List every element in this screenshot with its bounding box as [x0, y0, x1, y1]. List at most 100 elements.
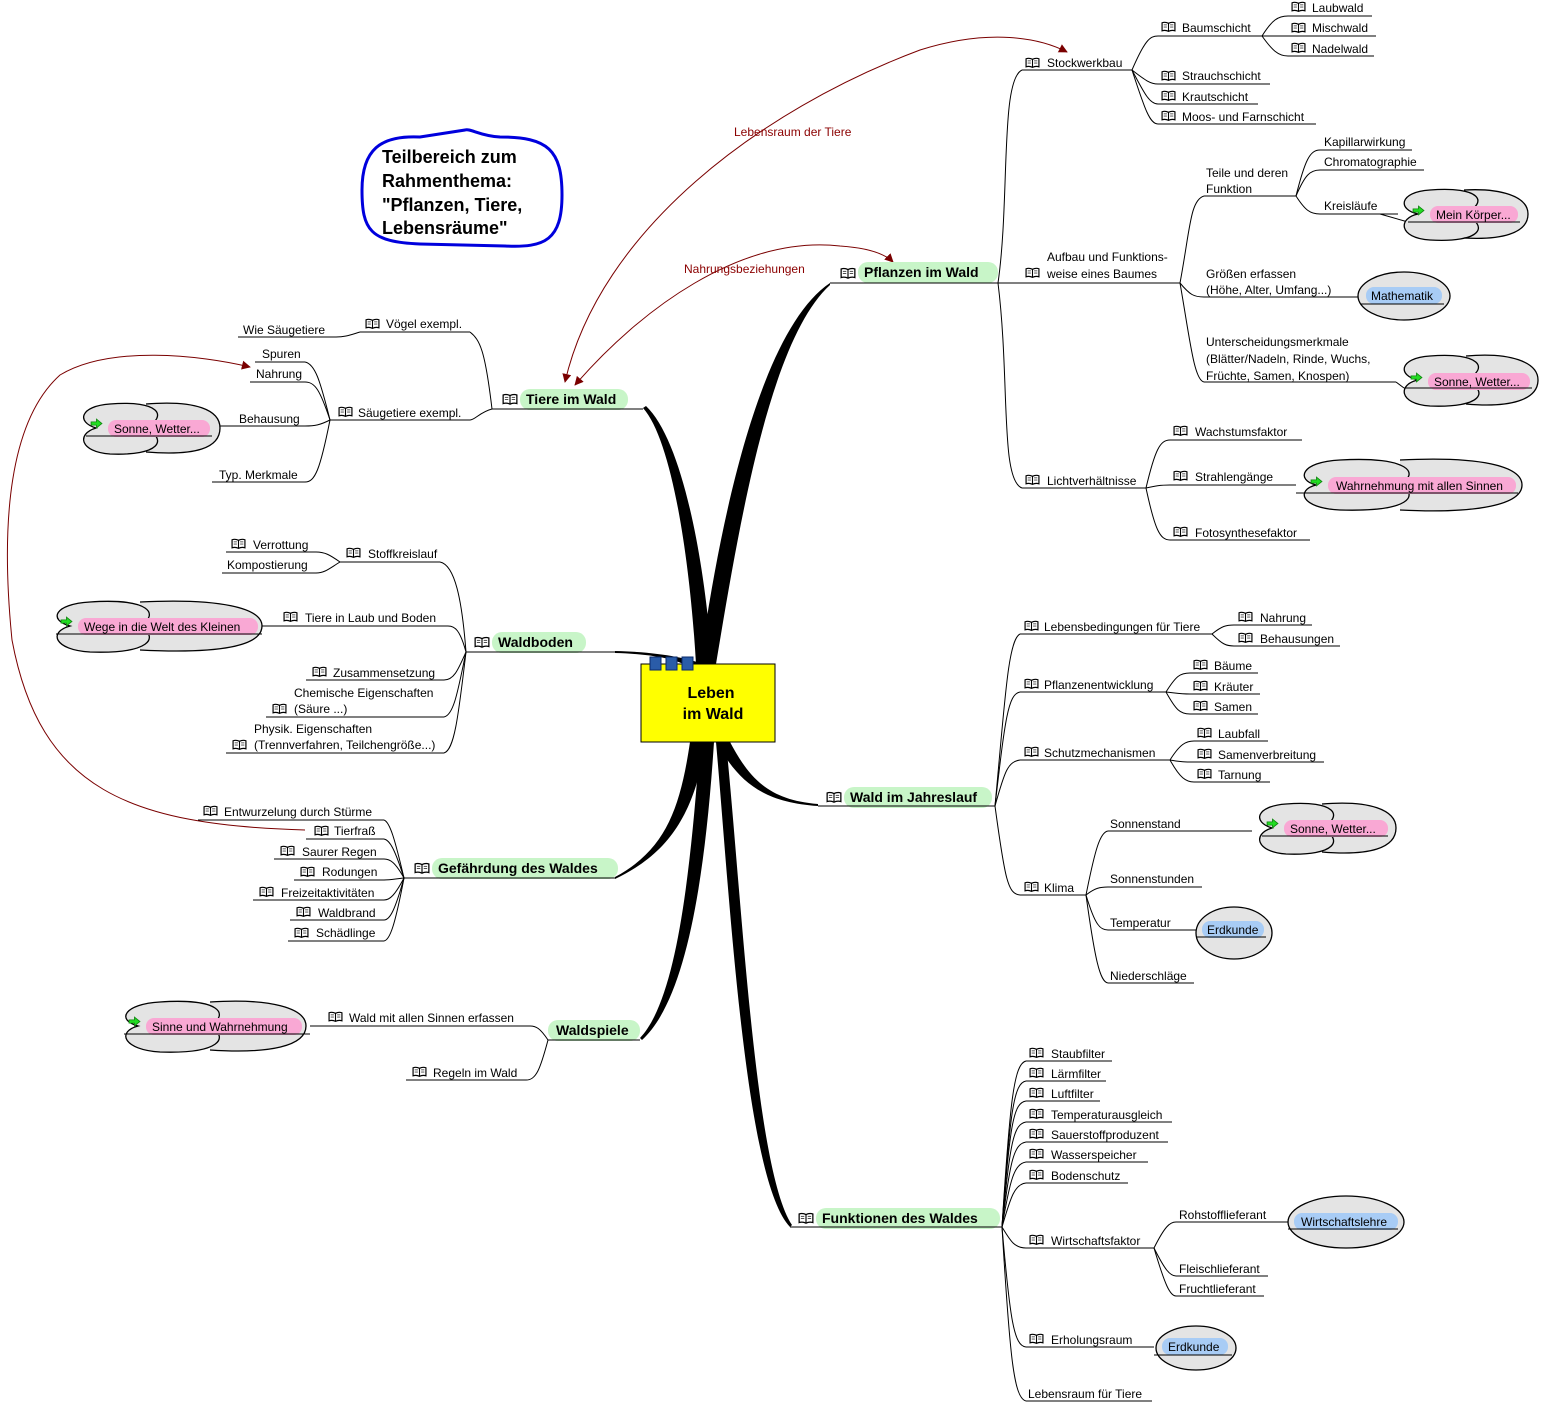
stoff-label[interactable]: Stoffkreislauf — [368, 547, 438, 561]
unter-line3[interactable]: Früchte, Samen, Knospen) — [1206, 369, 1349, 383]
baeume-label[interactable]: Bäume — [1214, 659, 1252, 673]
book-icon — [365, 318, 380, 329]
mischwald-label[interactable]: Mischwald — [1312, 21, 1368, 35]
strauch-label[interactable]: Strauchschicht — [1182, 69, 1261, 83]
sonnenstunden-label[interactable]: Sonnenstunden — [1110, 872, 1194, 886]
regeln-label[interactable]: Regeln im Wald — [433, 1066, 517, 1080]
samenverb-label[interactable]: Samenverbreitung — [1218, 748, 1316, 762]
funktionen-title[interactable]: Funktionen des Waldes — [822, 1210, 978, 1226]
voegel-label[interactable]: Vögel exempl. — [386, 317, 462, 331]
gef-item-1[interactable]: Tierfraß — [334, 824, 376, 838]
wirtschaft-label[interactable]: Wirtschaftsfaktor — [1051, 1234, 1140, 1248]
link-wahrnehmung[interactable]: Wahrnehmung mit allen Sinnen — [1296, 458, 1523, 512]
behausungen-label[interactable]: Behausungen — [1260, 632, 1334, 646]
phys-line1[interactable]: Physik. Eigenschaften — [254, 722, 372, 736]
temperatur-label[interactable]: Temperatur — [1110, 916, 1171, 930]
lebens-label[interactable]: Lebensbedingungen für Tiere — [1044, 620, 1200, 634]
gef-item-3[interactable]: Rodungen — [322, 865, 377, 879]
link-sonne-pflanzen[interactable]: Sonne, Wetter... — [1403, 354, 1539, 407]
gef-item-6[interactable]: Schädlinge — [316, 926, 376, 940]
sinne-label[interactable]: Wald mit allen Sinnen erfassen — [349, 1011, 514, 1025]
jahreslauf-title[interactable]: Wald im Jahreslauf — [850, 789, 977, 805]
laubfall-label[interactable]: Laubfall — [1218, 727, 1260, 741]
phys-line2[interactable]: (Trennverfahren, Teilchengröße...) — [254, 738, 435, 752]
tiere-title[interactable]: Tiere im Wald — [526, 391, 616, 407]
fkt-item-0[interactable]: Staubfilter — [1051, 1047, 1105, 1061]
pflanzenentw-label[interactable]: Pflanzenentwicklung — [1044, 678, 1153, 692]
fkt-item-4[interactable]: Sauerstoffproduzent — [1051, 1128, 1160, 1142]
licht-label[interactable]: Lichtverhältnisse — [1047, 474, 1137, 488]
link-erdkunde-jahr[interactable]: Erdkunde — [1195, 906, 1273, 960]
book-icon — [272, 703, 287, 714]
aufbau-line1[interactable]: Aufbau und Funktions- — [1047, 250, 1168, 264]
lebensraum-tiere-label[interactable]: Lebensraum für Tiere — [1028, 1387, 1142, 1401]
gef-item-5[interactable]: Waldbrand — [318, 906, 376, 920]
wachstum-label[interactable]: Wachstumsfaktor — [1195, 425, 1287, 439]
moos-label[interactable]: Moos- und Farnschicht — [1182, 110, 1305, 124]
unter-line2[interactable]: (Blätter/Nadeln, Rinde, Wuchs, — [1206, 352, 1371, 366]
link-sinne[interactable]: Sinne und Wahrnehmung — [124, 1000, 310, 1053]
baumschicht-label[interactable]: Baumschicht — [1182, 21, 1251, 35]
nahrung-tiere-label[interactable]: Nahrung — [256, 367, 302, 381]
kompost-label[interactable]: Kompostierung — [227, 558, 308, 572]
fleisch-label[interactable]: Fleischlieferant — [1179, 1262, 1260, 1276]
wie-saeuge-label[interactable]: Wie Säugetiere — [243, 323, 325, 337]
erholung-label[interactable]: Erholungsraum — [1051, 1333, 1132, 1347]
kreis-label[interactable]: Kreisläufe — [1324, 199, 1378, 213]
teile-line2[interactable]: Funktion — [1206, 182, 1252, 196]
chem-line1[interactable]: Chemische Eigenschaften — [294, 686, 433, 700]
groessen-line1[interactable]: Größen erfassen — [1206, 267, 1296, 281]
fkt-item-6[interactable]: Bodenschutz — [1051, 1169, 1120, 1183]
chroma-label[interactable]: Chromatographie — [1324, 155, 1417, 169]
link-sonne-jahr[interactable]: Sonne, Wetter... — [1259, 802, 1397, 855]
behausung-label[interactable]: Behausung — [239, 412, 300, 426]
klima-label[interactable]: Klima — [1044, 881, 1074, 895]
waldspiele-title[interactable]: Waldspiele — [556, 1022, 629, 1038]
niederschlaege-label[interactable]: Niederschläge — [1110, 969, 1187, 983]
tiere-laub-label[interactable]: Tiere in Laub und Boden — [305, 611, 436, 625]
schutz-label[interactable]: Schutzmechanismen — [1044, 746, 1155, 760]
waldboden-title[interactable]: Waldboden — [498, 634, 573, 650]
kapillar-label[interactable]: Kapillarwirkung — [1324, 135, 1405, 149]
samen-label[interactable]: Samen — [1214, 700, 1252, 714]
nadelwald-label[interactable]: Nadelwald — [1312, 42, 1368, 56]
link-erdkunde-fkt[interactable]: Erdkunde — [1154, 1325, 1237, 1371]
sonnenstand-label[interactable]: Sonnenstand — [1110, 817, 1181, 831]
pflanzen-title[interactable]: Pflanzen im Wald — [864, 264, 979, 280]
aufbau-line2[interactable]: weise eines Baumes — [1046, 267, 1157, 281]
spuren-label[interactable]: Spuren — [262, 347, 301, 361]
gef-item-0[interactable]: Entwurzelung durch Stürme — [224, 805, 372, 819]
fkt-item-3[interactable]: Temperaturausgleich — [1051, 1108, 1162, 1122]
foto-label[interactable]: Fotosynthesefaktor — [1195, 526, 1297, 540]
fkt-item-1[interactable]: Lärmfilter — [1051, 1067, 1101, 1081]
nahrung-jahr-label[interactable]: Nahrung — [1260, 611, 1306, 625]
stockwerkbau-label[interactable]: Stockwerkbau — [1047, 56, 1122, 70]
verrottung-label[interactable]: Verrottung — [253, 538, 308, 552]
kraut-label[interactable]: Krautschicht — [1182, 90, 1249, 104]
chem-line2[interactable]: (Säure ...) — [294, 702, 347, 716]
kraeuter-label[interactable]: Kräuter — [1214, 680, 1253, 694]
fkt-item-5[interactable]: Wasserspeicher — [1051, 1148, 1137, 1162]
gef-item-2[interactable]: Saurer Regen — [302, 845, 377, 859]
unter-line1[interactable]: Unterscheidungsmerkmale — [1206, 335, 1349, 349]
link-wege[interactable]: Wege in die Welt des Kleinen — [56, 600, 263, 653]
link-mein-koerper[interactable]: Mein Körper... — [1403, 188, 1529, 241]
link-wirtschaftslehre[interactable]: Wirtschaftslehre — [1287, 1195, 1405, 1249]
merkmale-label[interactable]: Typ. Merkmale — [219, 468, 298, 482]
tarnung-label[interactable]: Tarnung — [1218, 768, 1261, 782]
frucht-label[interactable]: Fruchtlieferant — [1179, 1282, 1256, 1296]
rohstoff-label[interactable]: Rohstofflieferant — [1179, 1208, 1267, 1222]
saeuge-label[interactable]: Säugetiere exempl. — [358, 406, 461, 420]
laubwald-label[interactable]: Laubwald — [1312, 1, 1363, 15]
book-icon — [1024, 678, 1039, 689]
zusammen-label[interactable]: Zusammensetzung — [333, 666, 435, 680]
fkt-item-2[interactable]: Luftfilter — [1051, 1087, 1094, 1101]
gef-item-4[interactable]: Freizeitaktivitäten — [281, 886, 374, 900]
groessen-line2[interactable]: (Höhe, Alter, Umfang...) — [1206, 283, 1331, 297]
teile-line1[interactable]: Teile und deren — [1206, 166, 1288, 180]
strahlen-label[interactable]: Strahlengänge — [1195, 470, 1273, 484]
center-topic[interactable]: Leben im Wald — [640, 656, 776, 743]
link-sonne-tiere[interactable]: Sonne, Wetter... — [83, 402, 221, 455]
link-mathematik[interactable]: Mathematik — [1357, 271, 1451, 321]
gefaehrdung-title[interactable]: Gefährdung des Waldes — [438, 860, 598, 876]
